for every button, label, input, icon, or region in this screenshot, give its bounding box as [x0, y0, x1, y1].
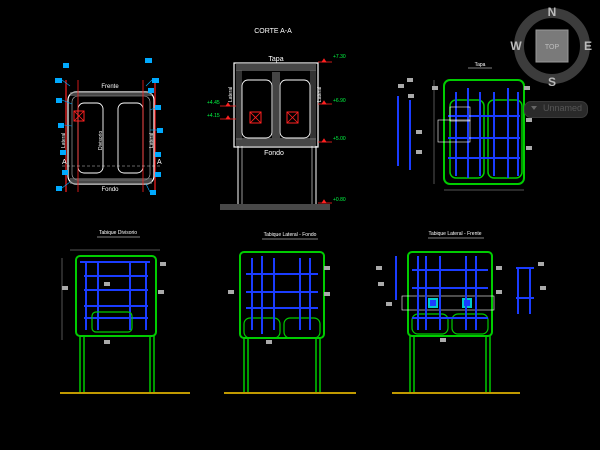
elevation-6-90: +6.90 — [333, 98, 346, 104]
label-fondo-plan: Fondo — [101, 187, 119, 193]
elevation-4-15: +4.15 — [207, 113, 220, 119]
section-mark-a-left: A — [62, 159, 67, 166]
drawing-title: CORTE A-A — [254, 28, 292, 35]
viewcube[interactable]: TOP N S W E — [510, 5, 592, 89]
label-lateral-section-left: Lateral — [228, 87, 234, 102]
label-fondo-section: Fondo — [264, 150, 284, 157]
label-frente: Frente — [101, 84, 119, 90]
elevation-4-45: +4.45 — [207, 100, 220, 106]
wcs-dropdown[interactable]: Unnamed — [524, 101, 588, 118]
compass-west[interactable]: W — [510, 39, 522, 53]
elevation-7-30: +7.30 — [333, 54, 346, 60]
chevron-down-icon — [531, 106, 537, 110]
plan-view: A A Frente Fondo Divisorio Lateral Later… — [55, 58, 163, 195]
elevation-markers: +7.30 +6.90 +5.00 +4.45 +4.15 +0.80 — [207, 54, 346, 204]
section-mark-a-right: A — [157, 159, 162, 166]
section-aa-view: Tapa Fondo Lateral Lateral +7.30 +6.90 +… — [207, 54, 346, 210]
label-lateral-plan-right: Lateral — [149, 133, 155, 148]
tabique-lateral-frente-view: Tabique Lateral - Frente — [376, 231, 546, 394]
compass-south[interactable]: S — [548, 75, 556, 89]
compass-north[interactable]: N — [548, 5, 557, 19]
label-divisorio-plan: Divisorio — [98, 131, 104, 150]
label-tapa-section: Tapa — [268, 56, 283, 63]
compass-east[interactable]: E — [584, 39, 592, 53]
tabique-divisorio-view: Tabique Divisorio — [60, 230, 190, 394]
elevation-0-80: +0.80 — [333, 197, 346, 203]
viewcube-top-face[interactable] — [535, 29, 569, 63]
label-tabique-divisorio: Tabique Divisorio — [99, 230, 137, 236]
label-tabique-lateral-fondo: Tabique Lateral - Fondo — [264, 232, 317, 238]
label-lateral-section-right: Lateral — [317, 87, 323, 102]
elevation-5-00: +5.00 — [333, 136, 346, 142]
label-tabique-lateral-frente: Tabique Lateral - Frente — [428, 231, 481, 237]
wcs-label: Unnamed — [543, 103, 583, 113]
label-lateral-plan-left: Lateral — [61, 133, 67, 148]
label-tapa-rebar: Tapa — [475, 62, 486, 68]
tapa-rebar-view: Tapa — [397, 62, 532, 191]
tabique-lateral-fondo-view: Tabique Lateral - Fondo — [224, 232, 356, 394]
viewcube-face-label: TOP — [545, 44, 560, 51]
